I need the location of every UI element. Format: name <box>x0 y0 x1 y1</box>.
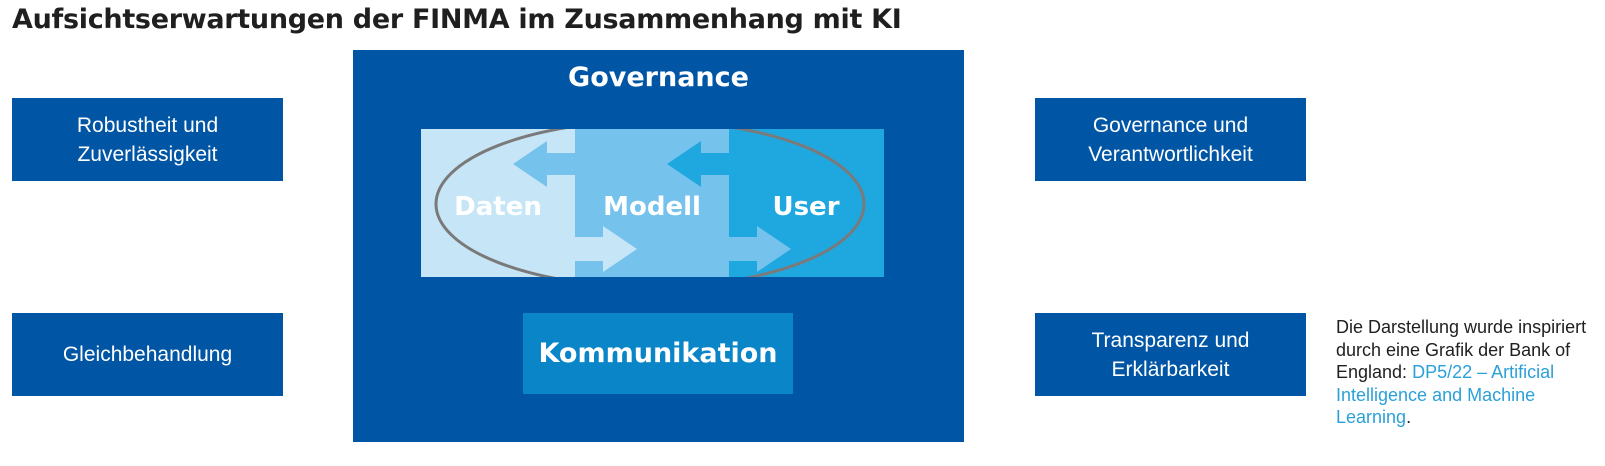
arrow-right-modell-to-user-icon <box>729 226 791 272</box>
modell-label: Modell <box>603 192 701 222</box>
principle-robustness-label: Robustheit und Zuverlässigkeit <box>76 113 219 166</box>
communication-label: Kommunikation <box>538 338 778 369</box>
communication-box: Kommunikation <box>523 313 793 394</box>
arrow-left-user-to-modell-icon <box>667 141 729 187</box>
source-note-text: Die Darstellung wurde inspiriert durch e… <box>1336 317 1587 382</box>
governance-panel: Governance Daten Modell User Kommunikati… <box>353 50 964 442</box>
user-label: User <box>772 192 839 222</box>
source-note-period: . <box>1406 407 1412 427</box>
daten-label: Daten <box>454 192 542 222</box>
principle-governance-label: Governance und Verantwortlichkeit <box>1088 113 1253 166</box>
arrow-left-modell-to-daten-icon <box>513 141 575 187</box>
principle-governance-box: Governance und Verantwortlichkeit <box>1035 98 1306 181</box>
flow-ellipse <box>434 129 866 277</box>
principle-equal-treatment-label: Gleichbehandlung <box>62 343 233 366</box>
source-note: Die Darstellung wurde inspiriert durch e… <box>1336 316 1598 429</box>
governance-title: Governance <box>568 62 749 93</box>
principle-robustness-box: Robustheit und Zuverlässigkeit <box>12 98 283 181</box>
source-link[interactable]: DP5/22 – Artificial Intelligence and Mac… <box>1336 362 1555 427</box>
data-model-user-flow: Daten Modell User <box>421 129 884 277</box>
page-title: Aufsichtserwartungen der FINMA im Zusamm… <box>12 4 902 35</box>
arrow-right-daten-to-modell-icon <box>575 226 637 272</box>
principle-transparency-box: Transparenz und Erklärbarkeit <box>1035 313 1306 396</box>
principle-equal-treatment-box: Gleichbehandlung <box>12 313 283 396</box>
principle-transparency-label: Transparenz und Erklärbarkeit <box>1091 328 1250 381</box>
